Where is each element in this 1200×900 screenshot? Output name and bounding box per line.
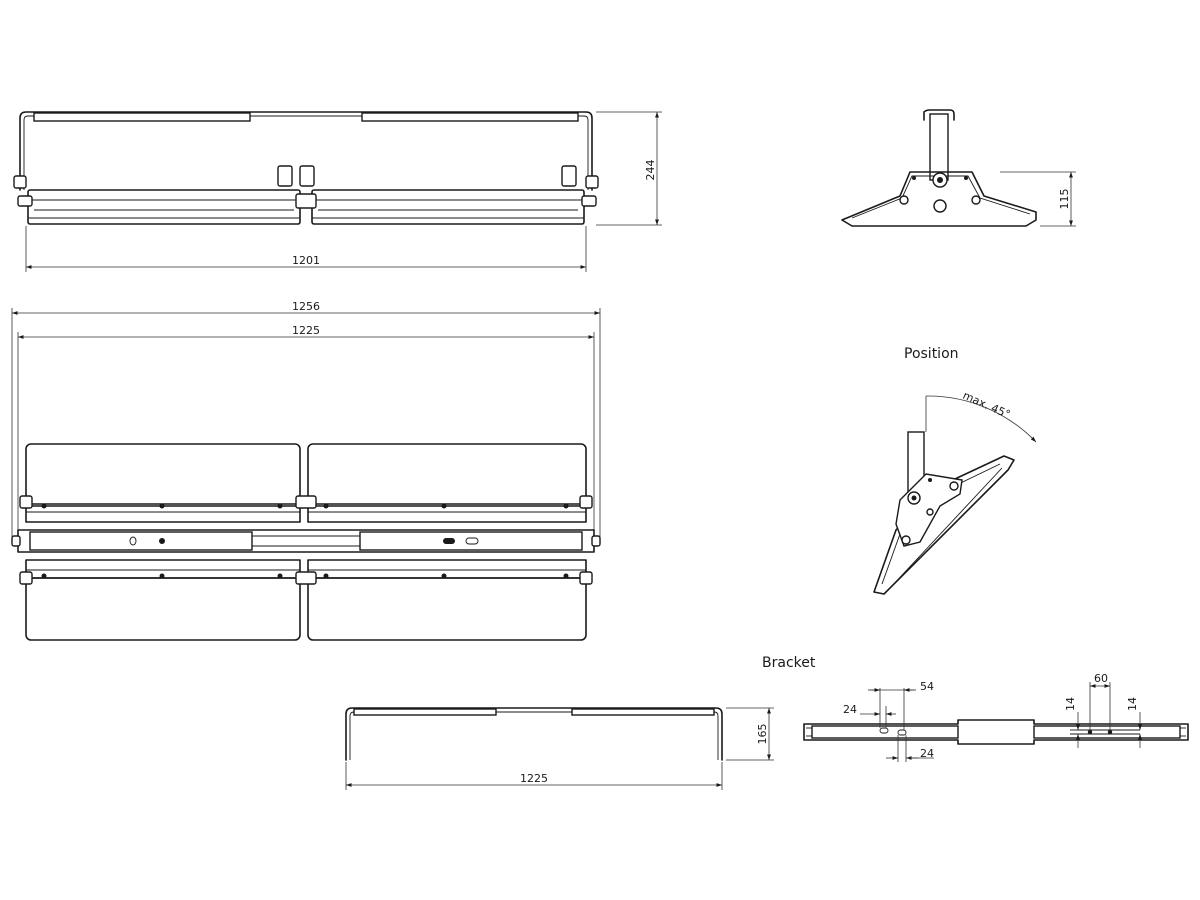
dim-angle: max. 45° — [961, 389, 1012, 421]
dim-hole-60: 60 — [1094, 672, 1108, 685]
dim-front-height: 244 — [644, 160, 657, 181]
dim-hole-54: 54 — [920, 680, 934, 693]
dim-hole-14-right: 14 — [1126, 697, 1139, 711]
dim-hole-24-bottom: 24 — [920, 747, 934, 760]
bracket-top-view — [803, 682, 1189, 762]
dim-top-inner: 1225 — [292, 324, 320, 337]
top-view — [11, 308, 601, 641]
dim-top-overall: 1256 — [292, 300, 320, 313]
side-view — [841, 109, 1076, 227]
bracket-front-view — [345, 707, 774, 790]
front-view — [13, 111, 662, 272]
dim-hole-14-left: 14 — [1064, 697, 1077, 711]
bracket-label: Bracket — [762, 655, 816, 671]
dim-bracket-height: 165 — [756, 724, 769, 745]
dim-bracket-width: 1225 — [520, 772, 548, 785]
position-view — [873, 395, 1037, 595]
dim-side-height: 115 — [1058, 189, 1071, 210]
dim-front-width: 1201 — [292, 254, 320, 267]
dim-hole-24-top: 24 — [843, 703, 857, 716]
position-label: Position — [904, 346, 959, 362]
